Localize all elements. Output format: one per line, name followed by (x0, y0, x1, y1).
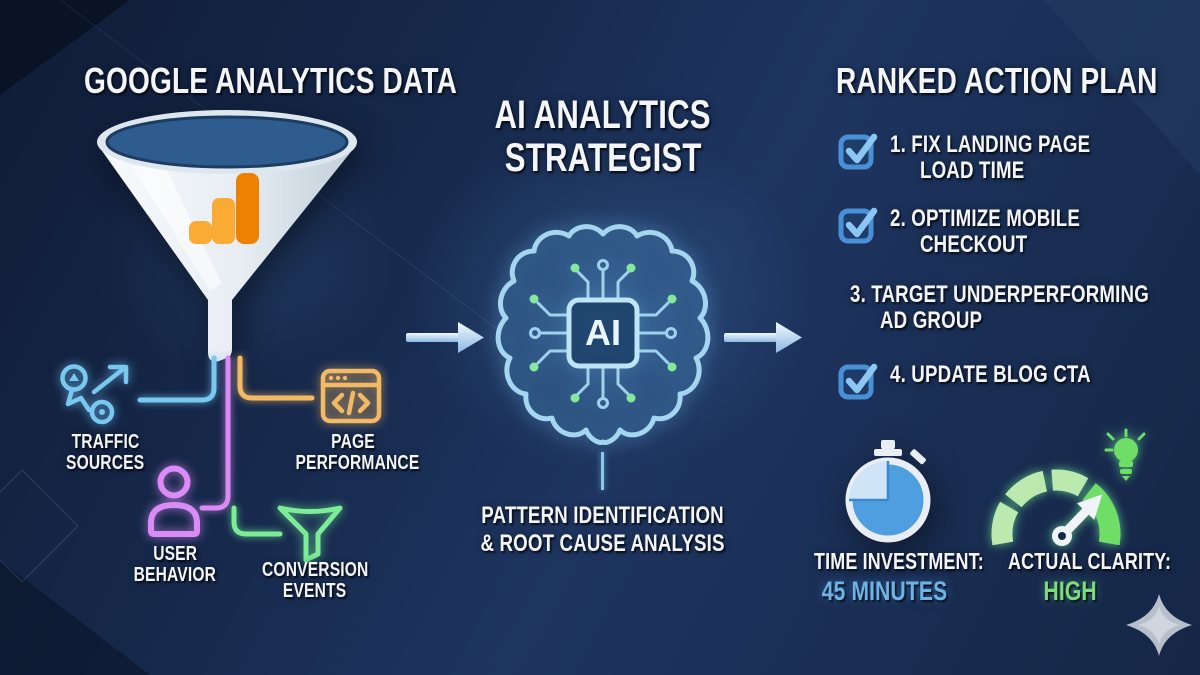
browser-code-icon (320, 368, 382, 424)
user-connector (199, 355, 231, 511)
conversion-connector (231, 505, 283, 537)
circuit-nodes (529, 263, 677, 403)
traffic-sources-label: TRAFFIC SOURCES (65, 431, 145, 474)
stopwatch-icon (845, 440, 931, 543)
funnel-opening (105, 115, 349, 169)
funnel-cone (100, 148, 354, 362)
left-title: GOOGLE ANALYTICS DATA (84, 60, 458, 101)
checkbox-checked-icon (838, 207, 878, 244)
sparkle-decoration (1126, 594, 1192, 656)
right-title: RANKED ACTION PLAN (836, 60, 1158, 101)
actual-clarity-value: HIGH (1043, 576, 1097, 606)
time-investment-label: TIME INVESTMENT: (813, 548, 984, 574)
checklist-item-3: 3. TARGET UNDERPERFORMING AD GROUP (838, 280, 1198, 334)
flow-arrow-left-icon (406, 322, 484, 353)
checkbox-checked-icon (838, 133, 878, 170)
user-icon (148, 465, 200, 537)
traffic-connector (137, 355, 217, 403)
ga-funnel-illustration (97, 110, 357, 362)
ai-chip-label: AI (585, 312, 621, 353)
flow-arrow-right-icon (724, 322, 802, 353)
ai-brain-icon: AI (495, 224, 711, 445)
brain-caption-connector (601, 452, 604, 490)
checklist-item-2: 2. OPTIMIZE MOBILE CHECKOUT (838, 204, 1198, 258)
conversion-events-label: CONVERSION EVENTS (261, 559, 369, 602)
center-caption: PATTERN IDENTIFICATION & ROOT CAUSE ANAL… (480, 502, 726, 557)
gauge-icon (991, 469, 1121, 546)
funnel-connector-lines (137, 355, 315, 537)
user-behavior-label: USER BEHAVIOR (133, 543, 217, 586)
checkbox-checked-icon (838, 363, 878, 400)
checklist-item-4: 4. UPDATE BLOG CTA (838, 360, 1198, 414)
route-branch-icon (60, 364, 129, 425)
funnel-icon (277, 505, 343, 563)
actual-clarity-label: ACTUAL CLARITY: (1008, 548, 1172, 574)
time-investment-value: 45 MINUTES (822, 576, 948, 606)
google-analytics-logo (189, 173, 259, 244)
page-connector (237, 355, 315, 401)
lightbulb-icon (1104, 428, 1146, 481)
ai-chip (566, 297, 640, 369)
center-title: AI ANALYTICS STRATEGIST (494, 93, 712, 180)
page-performance-label: PAGE PERFORMANCE (295, 431, 420, 474)
funnel-highlight (132, 164, 222, 290)
checklist-item-1: 1. FIX LANDING PAGE LOAD TIME (838, 130, 1198, 184)
